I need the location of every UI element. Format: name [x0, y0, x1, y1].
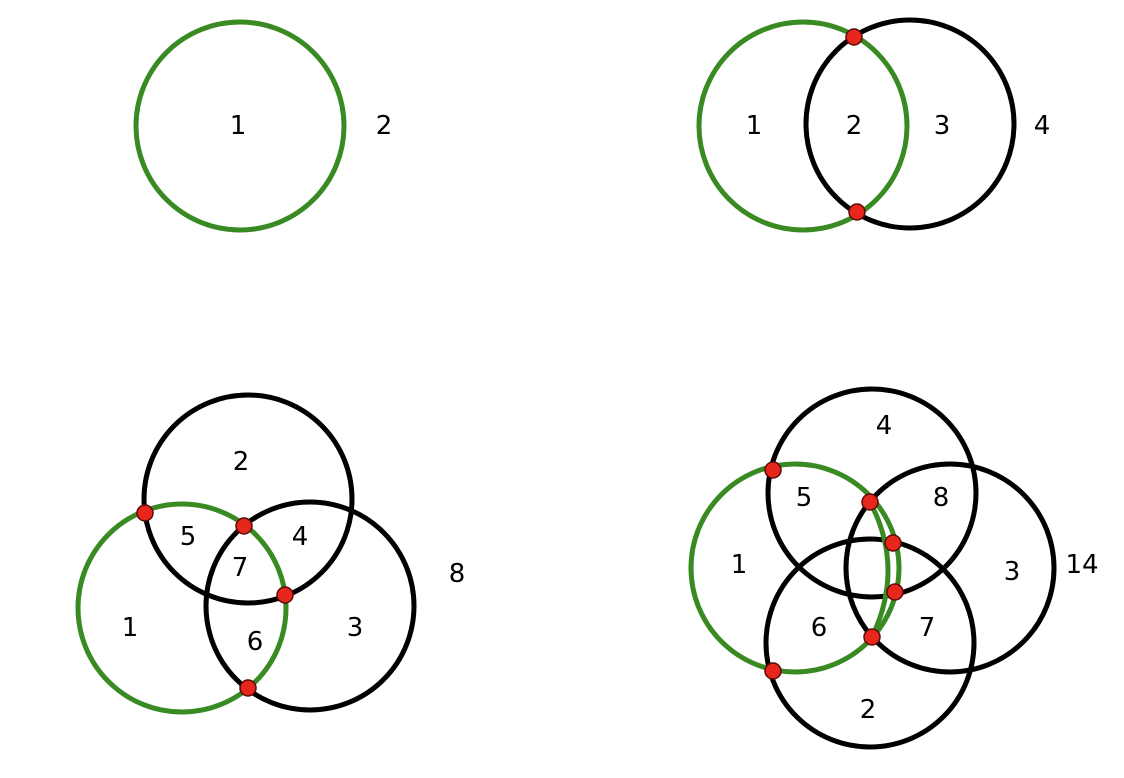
intersection-point — [886, 583, 904, 601]
intersection-point — [845, 28, 863, 46]
intersection-point — [861, 493, 879, 511]
panel-one-circle: 1 2 — [133, 19, 393, 233]
region-label: 1 — [230, 111, 247, 141]
region-label: 5 — [796, 483, 813, 513]
region-label: 4 — [876, 411, 893, 441]
region-label: 6 — [811, 613, 828, 643]
circle-right — [843, 461, 1057, 675]
circle-highlighted — [688, 461, 902, 675]
circle-bottom — [763, 536, 977, 750]
region-label: 3 — [347, 613, 364, 643]
region-label: 3 — [1004, 557, 1021, 587]
region-label: 8 — [933, 483, 950, 513]
region-label: 6 — [247, 627, 264, 657]
panel-four-circles: 1 2 3 4 5 6 7 8 14 — [688, 386, 1099, 750]
total-label: 14 — [1065, 550, 1098, 580]
total-label: 2 — [376, 111, 393, 141]
region-label: 1 — [746, 111, 763, 141]
intersection-point — [764, 461, 782, 479]
panel-two-circles: 1 2 3 4 — [696, 17, 1051, 233]
circle-top — [765, 386, 979, 600]
circle-highlighted — [696, 19, 910, 233]
intersection-point — [276, 586, 294, 604]
intersection-point — [136, 504, 154, 522]
highlight-inner-curve — [867, 500, 891, 639]
intersection-point — [884, 534, 902, 552]
intersection-point — [764, 662, 782, 680]
region-label: 2 — [846, 111, 863, 141]
circle-top — [141, 392, 355, 606]
total-label: 4 — [1034, 111, 1051, 141]
region-label: 3 — [934, 111, 951, 141]
circle-highlighted — [133, 19, 347, 233]
region-label: 5 — [180, 522, 197, 552]
region-label: 1 — [731, 550, 748, 580]
total-label: 8 — [449, 559, 466, 589]
region-label: 4 — [292, 522, 309, 552]
intersection-point — [848, 203, 866, 221]
circle-right — [803, 17, 1017, 231]
panel-three-circles: 1 2 3 4 5 6 7 8 — [75, 392, 466, 715]
region-label: 7 — [232, 553, 249, 583]
region-label: 7 — [919, 613, 936, 643]
intersection-point — [239, 679, 257, 697]
circle-highlighted — [75, 501, 289, 715]
region-label: 2 — [860, 695, 877, 725]
circle-right — [203, 499, 417, 713]
intersection-point — [863, 628, 881, 646]
region-label: 2 — [233, 447, 250, 477]
intersection-point — [235, 517, 253, 535]
region-label: 1 — [122, 613, 139, 643]
